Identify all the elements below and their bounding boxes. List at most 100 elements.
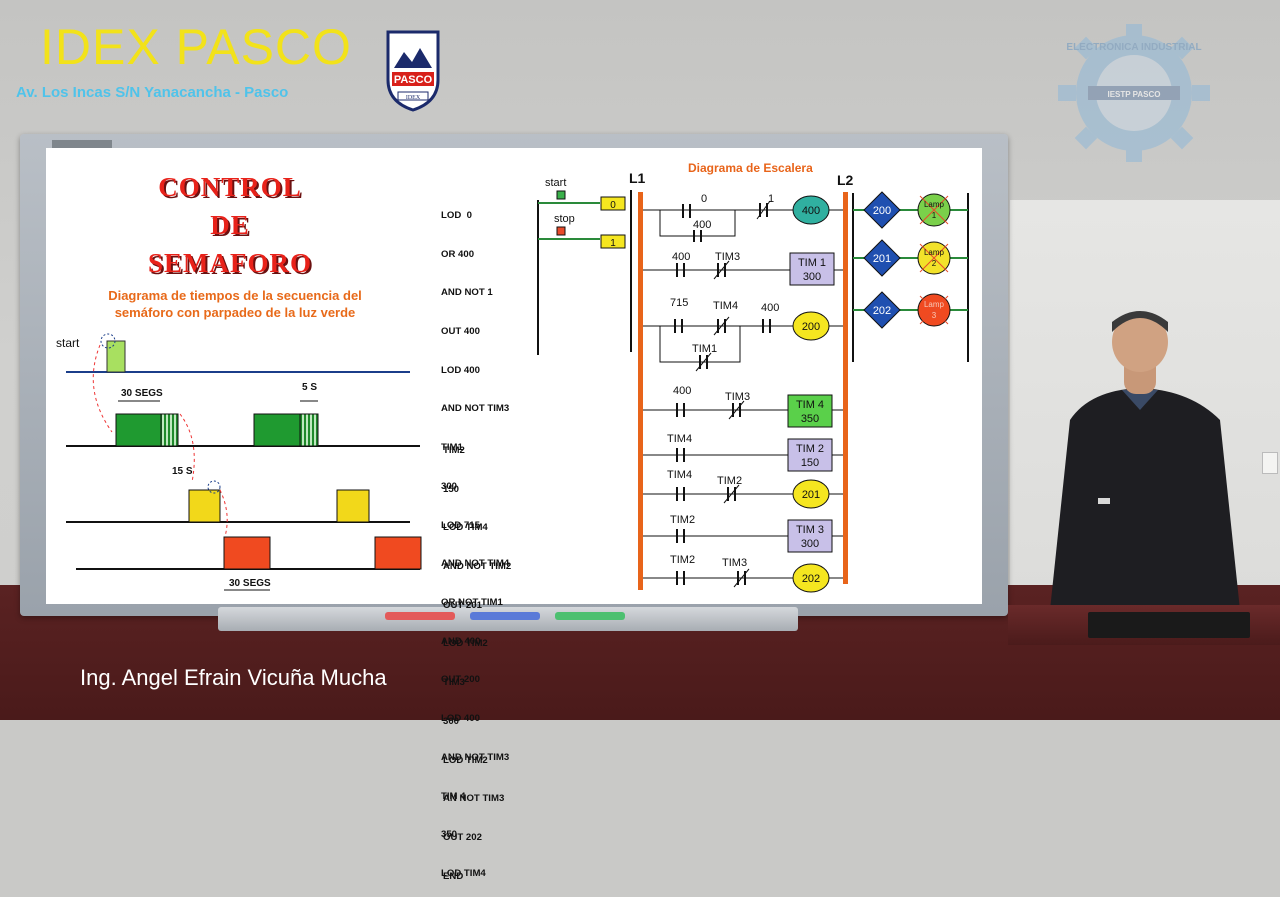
rung-8-contact-2: TIM3: [722, 557, 747, 569]
rung-3-contact-1: 715: [670, 297, 688, 309]
keyboard: [1088, 612, 1250, 638]
rail-l1: [638, 192, 643, 590]
marker-red: [385, 612, 455, 620]
timing-yellow-label: 15 S: [172, 466, 193, 477]
diagram-canvas: start 30 SEGS 5 S 15 S 30 SEGS start: [56, 161, 969, 593]
rung-5-timer-preset: 150: [801, 457, 819, 469]
ladder-diagram: Diagrama de Escalera L1 L2 0 400 1 400 4…: [629, 161, 854, 593]
rung-1-branch: [659, 210, 736, 237]
rung-1-coil-label: 400: [802, 205, 820, 217]
wall-switch: [1262, 452, 1278, 474]
rung-7-timer-preset: 300: [801, 538, 819, 550]
lamp-1-number: 1: [932, 211, 937, 220]
rail-l2: [843, 192, 848, 584]
code-line: LOD 400: [441, 364, 480, 376]
stop-pushbutton-icon: [556, 226, 566, 236]
marker-blue: [470, 612, 540, 620]
timing-arrow-2: [179, 413, 195, 483]
code-line: 150: [443, 483, 460, 495]
rung-3-contact-3: 400: [761, 302, 779, 314]
start-pushbutton-icon: [556, 190, 566, 200]
input-stop-addr: 1: [610, 238, 616, 249]
rung-1-contact-1: 0: [701, 193, 707, 205]
code-line: AND NOT TIM4: [441, 558, 510, 570]
rung-4-timer-box: [787, 394, 833, 428]
output-202-contact: [863, 291, 901, 329]
code-line: AN NOT TIM3: [443, 793, 505, 805]
rung-2-timer-box: [789, 252, 835, 286]
timing-blink-label: 5 S: [302, 382, 317, 393]
lamp-3-label: Lamp: [924, 300, 945, 309]
input-stop-label: stop: [554, 213, 575, 225]
yellow-pulse-marker: [207, 480, 221, 494]
code-line: TIM3: [443, 677, 465, 689]
rung-4-contact-2: TIM3: [725, 391, 750, 403]
rung-7-timer-name: TIM 3: [796, 524, 824, 536]
subtitle-line-1: Diagrama de tiempos de la secuencia del: [108, 288, 362, 303]
rung-4-contact-1: 400: [673, 385, 691, 397]
output-202-addr: 202: [873, 305, 891, 317]
code-line: 300: [441, 480, 458, 492]
green-blink-1: [160, 413, 179, 447]
rung-2-contact-1: 400: [672, 251, 690, 263]
rung-5-timer-box: [787, 438, 833, 472]
lamp-2-number: 2: [932, 259, 937, 268]
rung-6-contact-1: TIM4: [667, 469, 692, 481]
rung-8-coil-label: 202: [802, 573, 820, 585]
code-line: TIM2: [443, 444, 465, 456]
timing-arrow-3: [219, 489, 228, 541]
lamp-3-number: 3: [932, 311, 937, 320]
code-line: OUT 200: [441, 674, 480, 686]
institute-crest-logo: PASCO IDEX: [386, 30, 440, 112]
crest-text: PASCO: [394, 74, 433, 86]
title-line-1: CONTROL: [158, 172, 302, 202]
rung-4-timer-preset: 350: [801, 413, 819, 425]
channel-title: IDEX PASCO: [40, 19, 352, 75]
rung-1-contact-1b: 400: [693, 219, 711, 231]
output-201-addr: 201: [873, 253, 891, 265]
program-listing-col2: TIM2 150 LOD TIM4 AND NOT TIM2 OUT 201 L…: [443, 419, 511, 897]
marker-green: [555, 612, 625, 620]
title-line-3: SEMAFORO: [147, 248, 312, 278]
code-line: LOD 400: [441, 713, 480, 725]
rung-7-timer-box: [787, 519, 833, 553]
output-section: 200 Lamp 1 201 Lamp 2 202 Lamp 3: [852, 191, 969, 362]
yellow-pulse-2: [336, 489, 370, 523]
code-line: AND NOT 1: [441, 287, 493, 299]
start-pulse: [106, 340, 126, 373]
green-pulse-1: [115, 413, 162, 447]
electronica-gear-logo: IESTP PASCO ELECTRONICA INDUSTRIAL: [1058, 24, 1210, 162]
code-line: LOD TIM4: [443, 522, 488, 534]
timing-green-label: 30 SEGS: [121, 388, 163, 399]
code-line: OR NOT TIM1: [441, 597, 503, 608]
code-line: AND NOT TIM2: [443, 560, 512, 572]
subtitle-line-2: semáforo con parpadeo de la luz verde: [114, 305, 356, 320]
start-input-box: [600, 196, 626, 211]
stop-input-box: [600, 234, 626, 249]
green-pulse-2: [253, 413, 301, 447]
rung-6-contact-2: TIM2: [717, 475, 742, 487]
gear-text: ELECTRONICA INDUSTRIAL: [1066, 42, 1201, 53]
input-section: start 0 stop 1: [537, 177, 632, 355]
rung-2-timer-preset: 300: [803, 271, 821, 283]
code-line: LOD TIM2: [443, 754, 488, 766]
code-line: TIM1: [441, 442, 463, 454]
code-line: LOD TIM2: [443, 638, 488, 650]
rail-l1-label: L1: [629, 170, 646, 186]
crest-small-text: IDEX: [406, 95, 421, 101]
input-start-addr: 0: [610, 200, 616, 211]
start-pulse-marker: [100, 333, 116, 349]
red-pulse-1: [223, 536, 271, 570]
code-line: LOD 0: [441, 209, 472, 221]
lamp-2-label: Lamp: [924, 248, 945, 257]
timing-subtitle: Diagrama de tiempos de la secuencia del …: [70, 287, 400, 321]
timing-diagram: start 30 SEGS 5 S 15 S 30 SEGS: [56, 333, 422, 591]
rung-3-contact-2: TIM4: [713, 300, 738, 312]
timing-start-label: start: [56, 336, 80, 350]
code-line: END: [443, 870, 464, 882]
rail-l2-label: L2: [837, 172, 854, 188]
presenter-name: Ing. Angel Efrain Vicuña Mucha: [80, 665, 387, 690]
code-line: OUT 202: [443, 832, 482, 843]
rung-3-coil-label: 200: [802, 321, 820, 333]
output-200-contact: [863, 191, 901, 229]
